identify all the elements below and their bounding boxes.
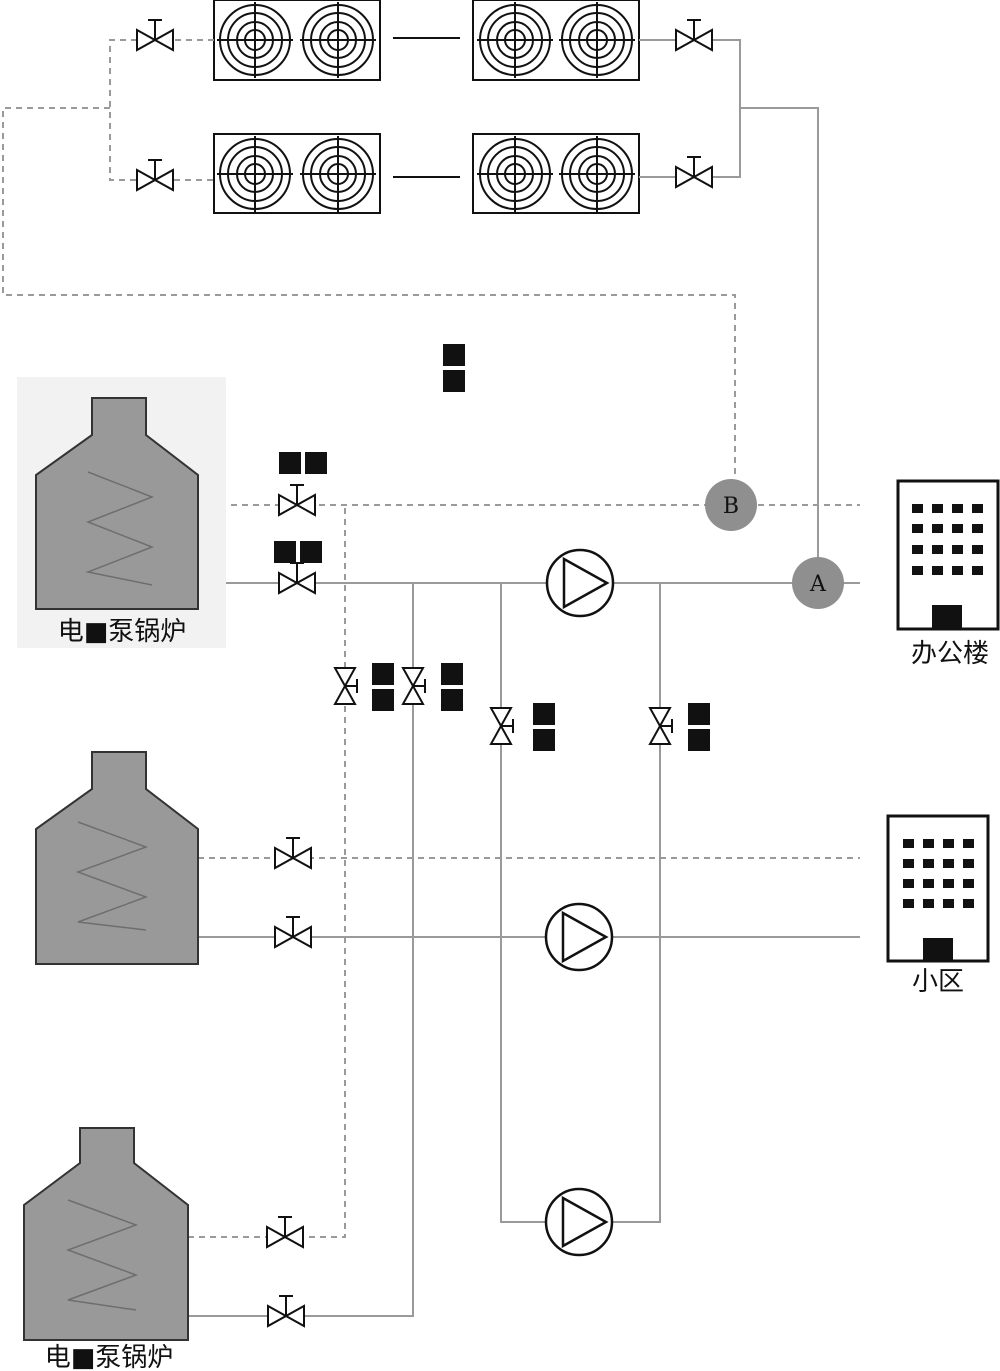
- svg-text:B: B: [723, 494, 739, 519]
- valve-icon[interactable]: [649, 707, 673, 745]
- valve-icon[interactable]: [266, 1216, 304, 1248]
- black-square-marker: [441, 663, 463, 711]
- valve-icon[interactable]: [278, 562, 316, 594]
- building-office: 办公楼: [896, 479, 1000, 669]
- valve-icon[interactable]: [490, 707, 514, 745]
- fan-unit: [472, 0, 640, 81]
- pipe-network: [2, 39, 860, 1317]
- valve-icon[interactable]: [402, 667, 426, 705]
- boiler-1: 电■泵锅炉: [17, 377, 226, 648]
- node-b: B: [705, 479, 757, 531]
- valve-icon[interactable]: [136, 19, 174, 51]
- valve-icon[interactable]: [267, 1295, 305, 1327]
- boiler-label: 电■泵锅炉: [45, 1343, 174, 1371]
- black-square-marker: [443, 344, 465, 392]
- black-square-marker: [533, 703, 555, 751]
- black-square-marker: [372, 663, 394, 711]
- pump-icon[interactable]: [544, 902, 614, 972]
- valve-icon[interactable]: [675, 19, 713, 51]
- building-community: 小区: [886, 814, 990, 997]
- marker-group: [274, 344, 710, 751]
- node-a: A: [792, 557, 844, 609]
- black-square-marker: [279, 452, 327, 474]
- fan-unit-group: [213, 0, 640, 214]
- boiler-label: 电■泵锅炉: [58, 617, 187, 647]
- valve-icon[interactable]: [136, 159, 174, 191]
- boiler-3: 电■泵锅炉: [23, 1127, 189, 1371]
- fan-unit: [213, 0, 381, 81]
- fan-unit: [472, 133, 640, 214]
- black-square-marker: [274, 541, 322, 563]
- valve-icon[interactable]: [274, 837, 312, 869]
- valve-icon[interactable]: [675, 156, 713, 188]
- svg-text:A: A: [809, 572, 827, 597]
- valve-group: [136, 19, 713, 1327]
- valve-icon[interactable]: [278, 484, 316, 516]
- pump-icon[interactable]: [544, 1187, 614, 1257]
- valve-icon[interactable]: [334, 667, 358, 705]
- boiler-2: [35, 751, 199, 965]
- fan-unit: [213, 133, 381, 214]
- valve-icon[interactable]: [274, 916, 312, 948]
- pump-icon[interactable]: [545, 548, 615, 618]
- pump-group: [544, 548, 615, 1257]
- office-label: 办公楼: [911, 639, 989, 669]
- community-label: 小区: [912, 967, 964, 997]
- black-square-marker: [688, 703, 710, 751]
